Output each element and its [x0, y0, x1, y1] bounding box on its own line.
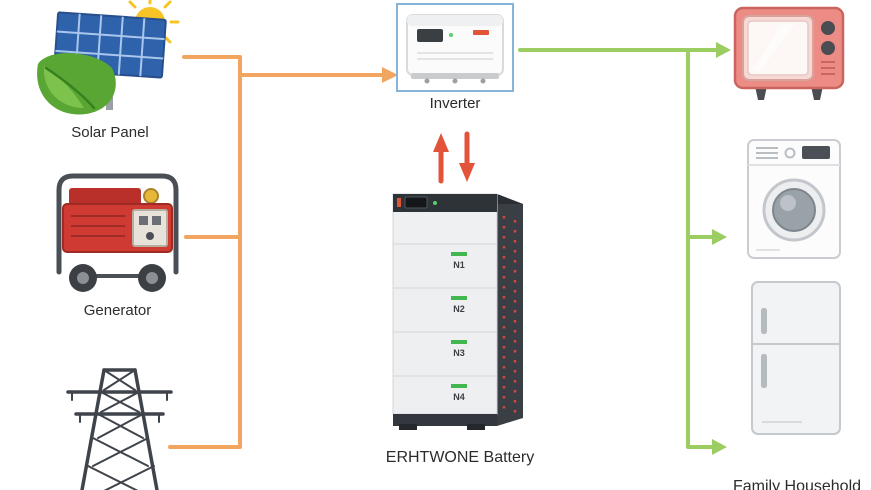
household-arrowhead [712, 439, 727, 455]
solar-panel-icon [30, 0, 190, 122]
tv-icon [733, 6, 845, 102]
battery-label: ERHTWONE Battery [385, 449, 535, 466]
battery-stack-icon: N1 N2 N3 N4 [385, 186, 535, 431]
generator-icon [45, 160, 190, 300]
battery-module-label-n3: N3 [453, 348, 465, 358]
generator-label: Generator [83, 302, 152, 319]
inverter-label: Inverter [429, 95, 481, 112]
battery-module-label-n4: N4 [453, 392, 465, 402]
battery-module-label-n2: N2 [453, 304, 465, 314]
solar-panel-label: Solar Panel [71, 124, 149, 141]
battery-module-label-n1: N1 [453, 260, 465, 270]
inverter-to-loads-arrow [518, 48, 718, 449]
power-tower-icon [62, 366, 177, 490]
tv-arrowhead [716, 42, 731, 58]
battery-charge-arrows [438, 131, 470, 184]
sources-to-inverter-arrow [168, 55, 384, 449]
refrigerator-icon [750, 280, 842, 436]
battery-up-arrowhead [433, 133, 449, 152]
washer-arrowhead [712, 229, 727, 245]
household-label: Family Household [732, 478, 862, 490]
battery-down-arrowhead [459, 163, 475, 182]
washing-machine-icon [746, 138, 842, 262]
inverter-icon [396, 3, 514, 92]
